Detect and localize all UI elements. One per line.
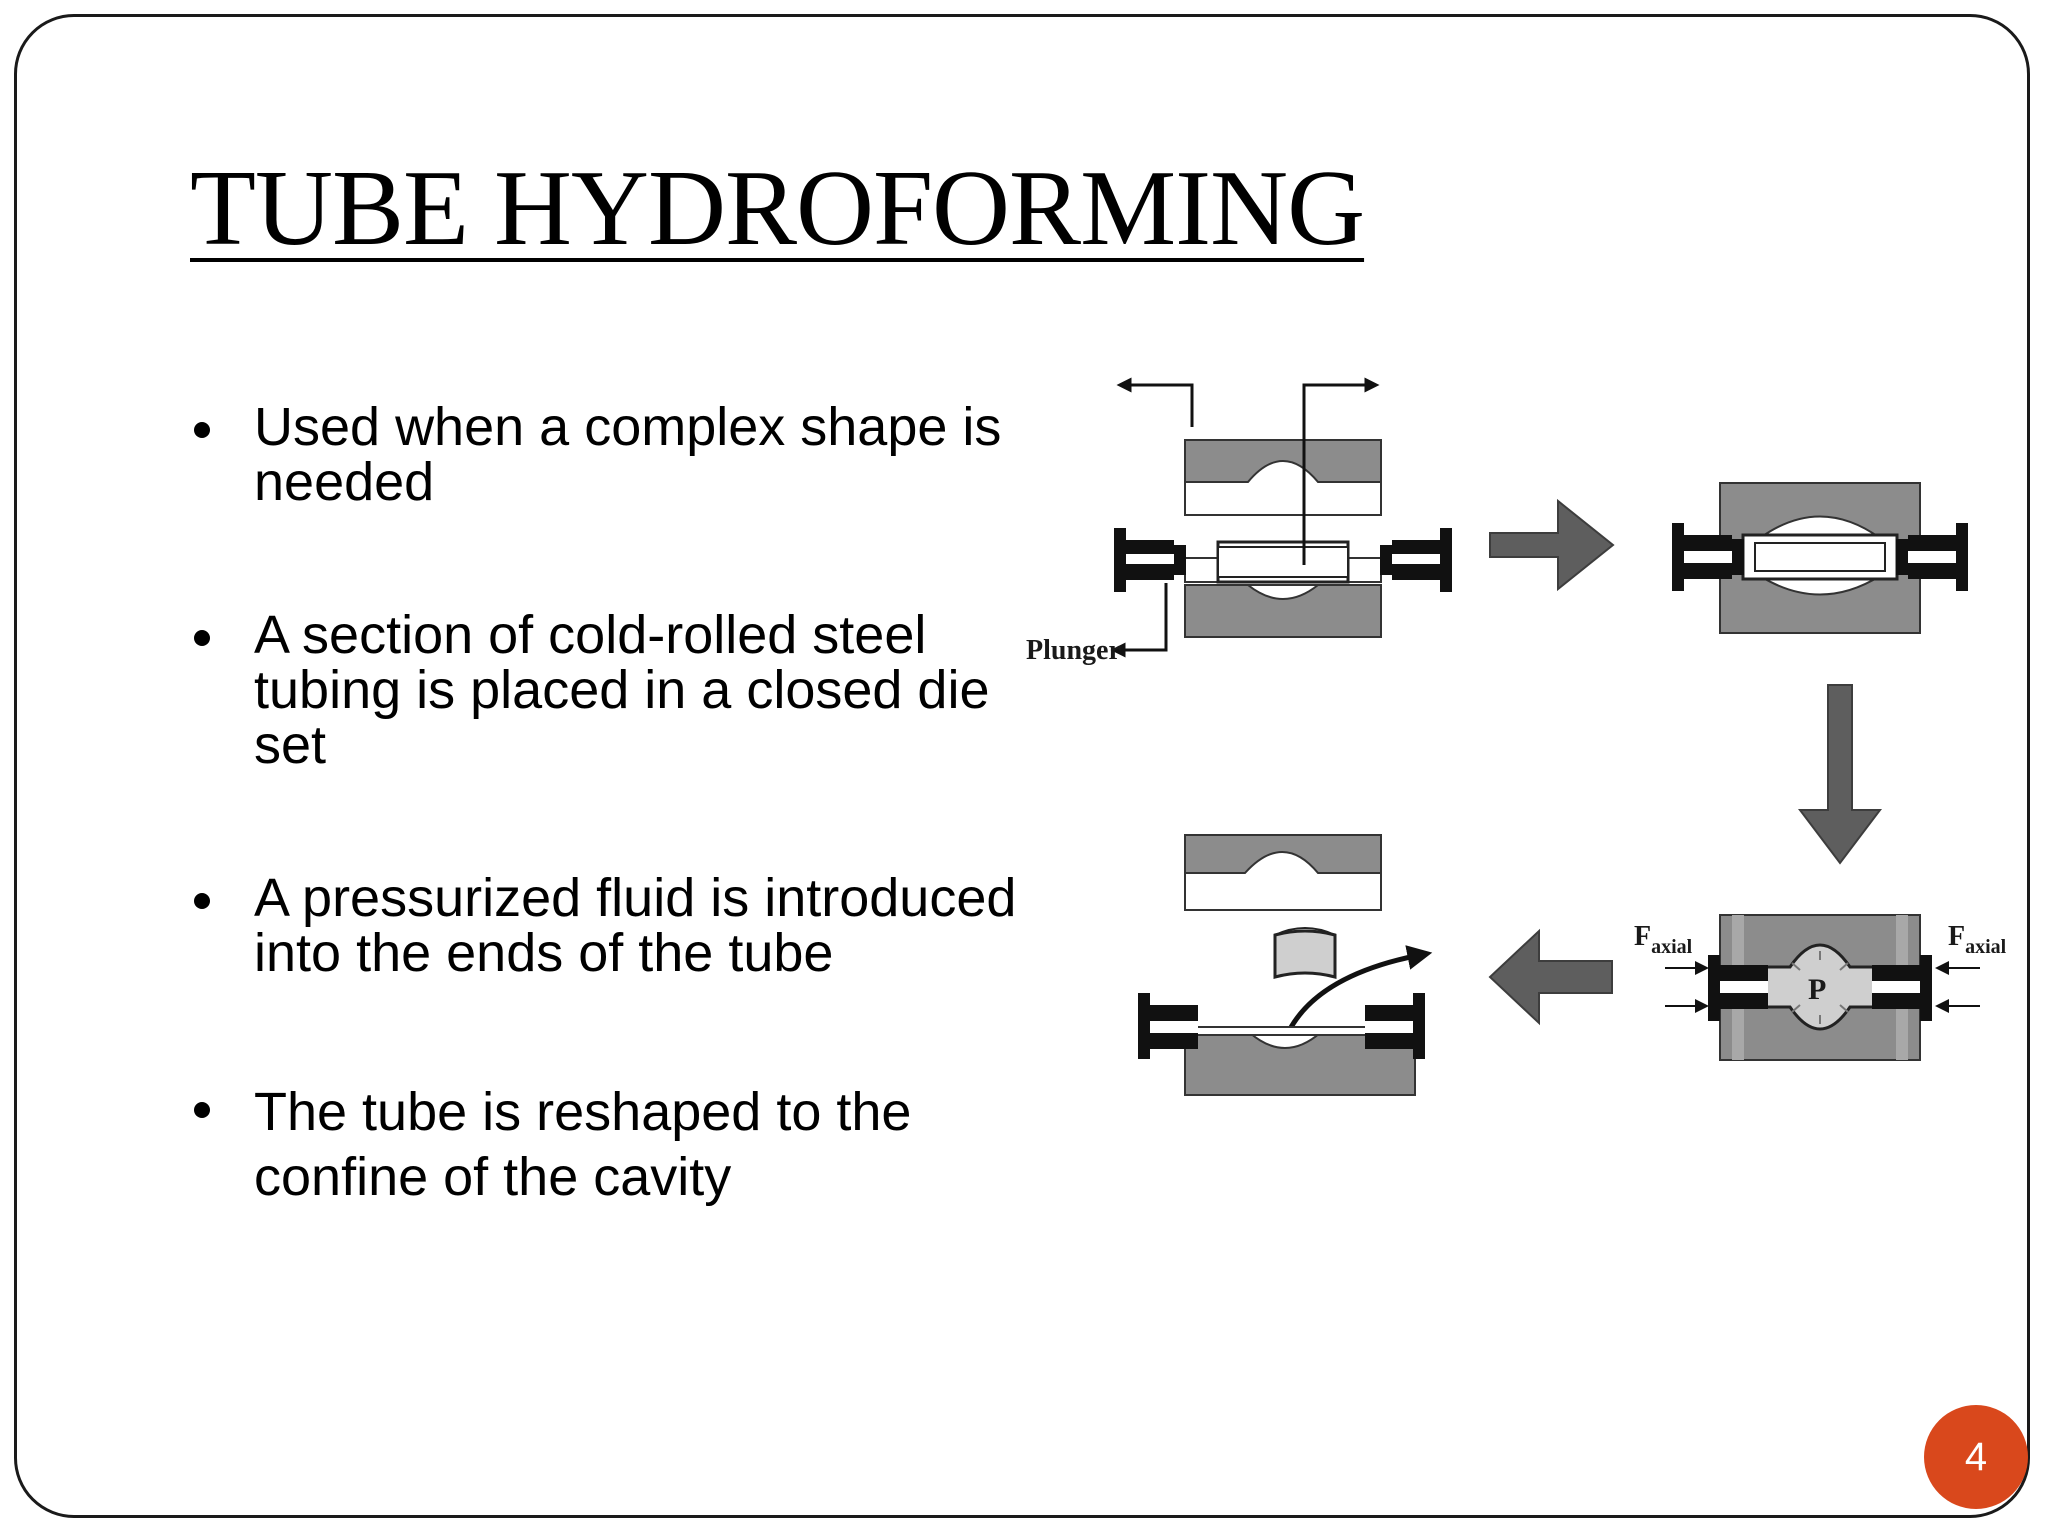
- right-plunger: [1872, 955, 1932, 1021]
- slide-title: TUBE HYDROFORMING: [190, 149, 1365, 268]
- left-plunger: [1114, 528, 1186, 592]
- force-label-main: F: [1948, 921, 1965, 952]
- lower-die: [1184, 584, 1382, 638]
- bullet-item: A section of cold-rolled steel tubing is…: [190, 608, 1020, 773]
- force-label-sub: axial: [1965, 936, 2007, 958]
- bullet-dot: [194, 893, 210, 910]
- die-motion-arrows: [1110, 377, 1380, 658]
- bullet-list: Used when a complex shape is needed A se…: [190, 397, 1020, 1212]
- slide-frame: [14, 14, 2030, 1518]
- bullet-item: The tube is reshaped to the confine of t…: [190, 1080, 1020, 1212]
- bullet-text: The tube is reshaped to the confine of t…: [254, 1081, 912, 1208]
- upper-die: [1184, 439, 1382, 516]
- stage-4-eject: [1138, 834, 1433, 1096]
- force-label-sub: axial: [1651, 936, 1693, 958]
- right-plunger: [1365, 993, 1425, 1059]
- force-label-right: Faxial: [1948, 921, 2007, 958]
- bullet-item: Used when a complex shape is needed: [190, 397, 1020, 513]
- bullet-dot: [194, 1101, 210, 1118]
- pressure-arrows: [1791, 951, 1849, 1024]
- left-plunger: [1138, 993, 1198, 1059]
- process-arrow-down: [1797, 684, 1883, 865]
- bullet-text: A pressurized fluid is introduced into t…: [254, 868, 1017, 984]
- force-label-main: F: [1634, 921, 1651, 952]
- plunger-label: Plunger: [1026, 635, 1121, 666]
- process-arrow-right: [1489, 498, 1615, 592]
- stage-2-closed-die: [1672, 482, 1968, 634]
- process-arrow-left: [1488, 928, 1613, 1026]
- hydroforming-diagram: Plunger P: [1026, 377, 2007, 1096]
- left-plunger: [1708, 955, 1768, 1021]
- bullet-dot: [194, 630, 210, 647]
- stage-3-pressurized: P Faxial Faxial: [1634, 914, 2007, 1061]
- bullet-text: Used when a complex shape is needed: [254, 397, 1002, 513]
- axial-force-arrows: [1665, 961, 1980, 1013]
- tube-blank: [1184, 540, 1382, 584]
- page-number-badge: 4: [1924, 1405, 2028, 1509]
- upper-die: [1184, 834, 1382, 911]
- formed-part: [1273, 927, 1337, 979]
- left-plunger: [1672, 523, 1744, 591]
- force-label-left: Faxial: [1634, 921, 1693, 958]
- stage-1-open-die: Plunger: [1026, 377, 1452, 666]
- right-plunger: [1380, 528, 1452, 592]
- right-plunger: [1896, 523, 1968, 591]
- bullet-dot: [194, 422, 210, 438]
- bullet-item: A pressurized fluid is introduced into t…: [190, 871, 1020, 981]
- bullet-text: A section of cold-rolled steel tubing is…: [254, 605, 990, 776]
- pressure-label: P: [1808, 973, 1826, 1006]
- lower-die: [1184, 1026, 1416, 1096]
